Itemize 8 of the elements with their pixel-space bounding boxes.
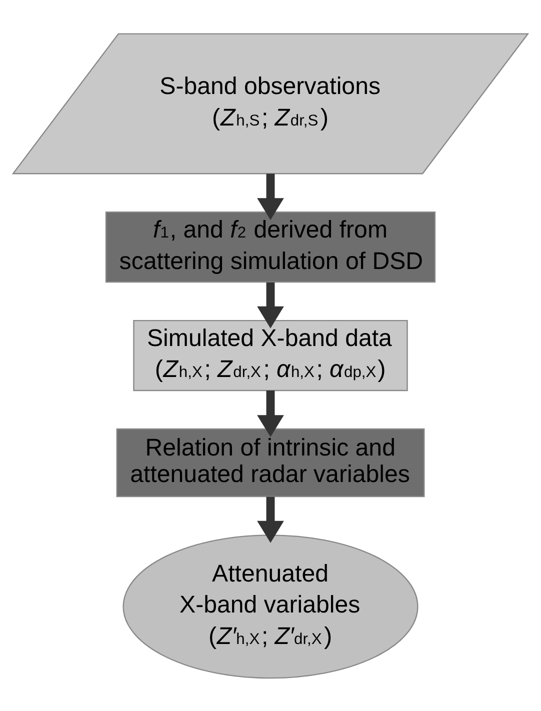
node-box: Relation of intrinsic and attenuated radar variables: [116, 428, 425, 497]
arrow: [257, 282, 284, 328]
node-box: Simulated X-band data (Zh,X; Zdr,X; αh,X; αdp,X): [133, 319, 408, 391]
node-ellipse: Attenuated X-band variables (Z′h,X; Z′dr,X): [122, 534, 418, 678]
node-box: f1, and f2 derived from scattering simulation of DSD: [105, 211, 436, 282]
arrow: [257, 173, 284, 220]
arrow: [257, 496, 284, 542]
arrow: [257, 390, 284, 437]
